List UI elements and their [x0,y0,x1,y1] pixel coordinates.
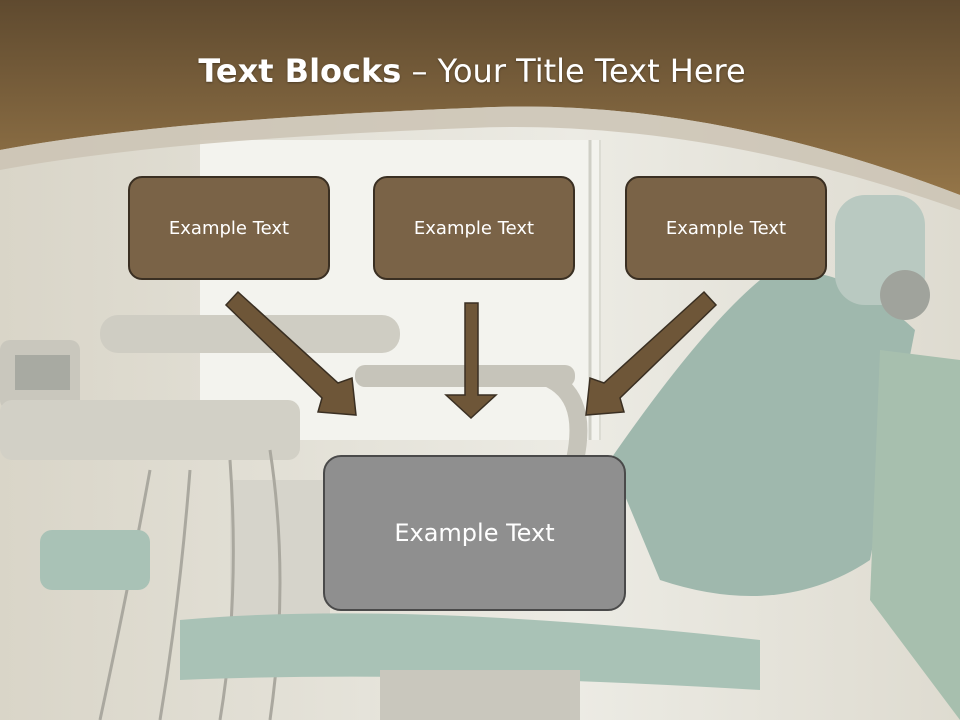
text-block-bottom: Example Text [323,455,626,611]
text-block-top-center: Example Text [373,176,575,280]
text-block-top-right: Example Text [625,176,827,280]
arrow-down-icon [444,302,498,420]
slide-title: Text Blocks – Your Title Text Here [0,52,944,90]
arrow-down-right-icon [224,290,357,416]
text-block-top-left: Example Text [128,176,330,280]
title-rest: Your Title Text Here [437,52,746,90]
title-bold: Text Blocks [198,52,402,90]
title-dash: – [401,52,438,90]
arrow-down-left-icon [585,290,718,416]
